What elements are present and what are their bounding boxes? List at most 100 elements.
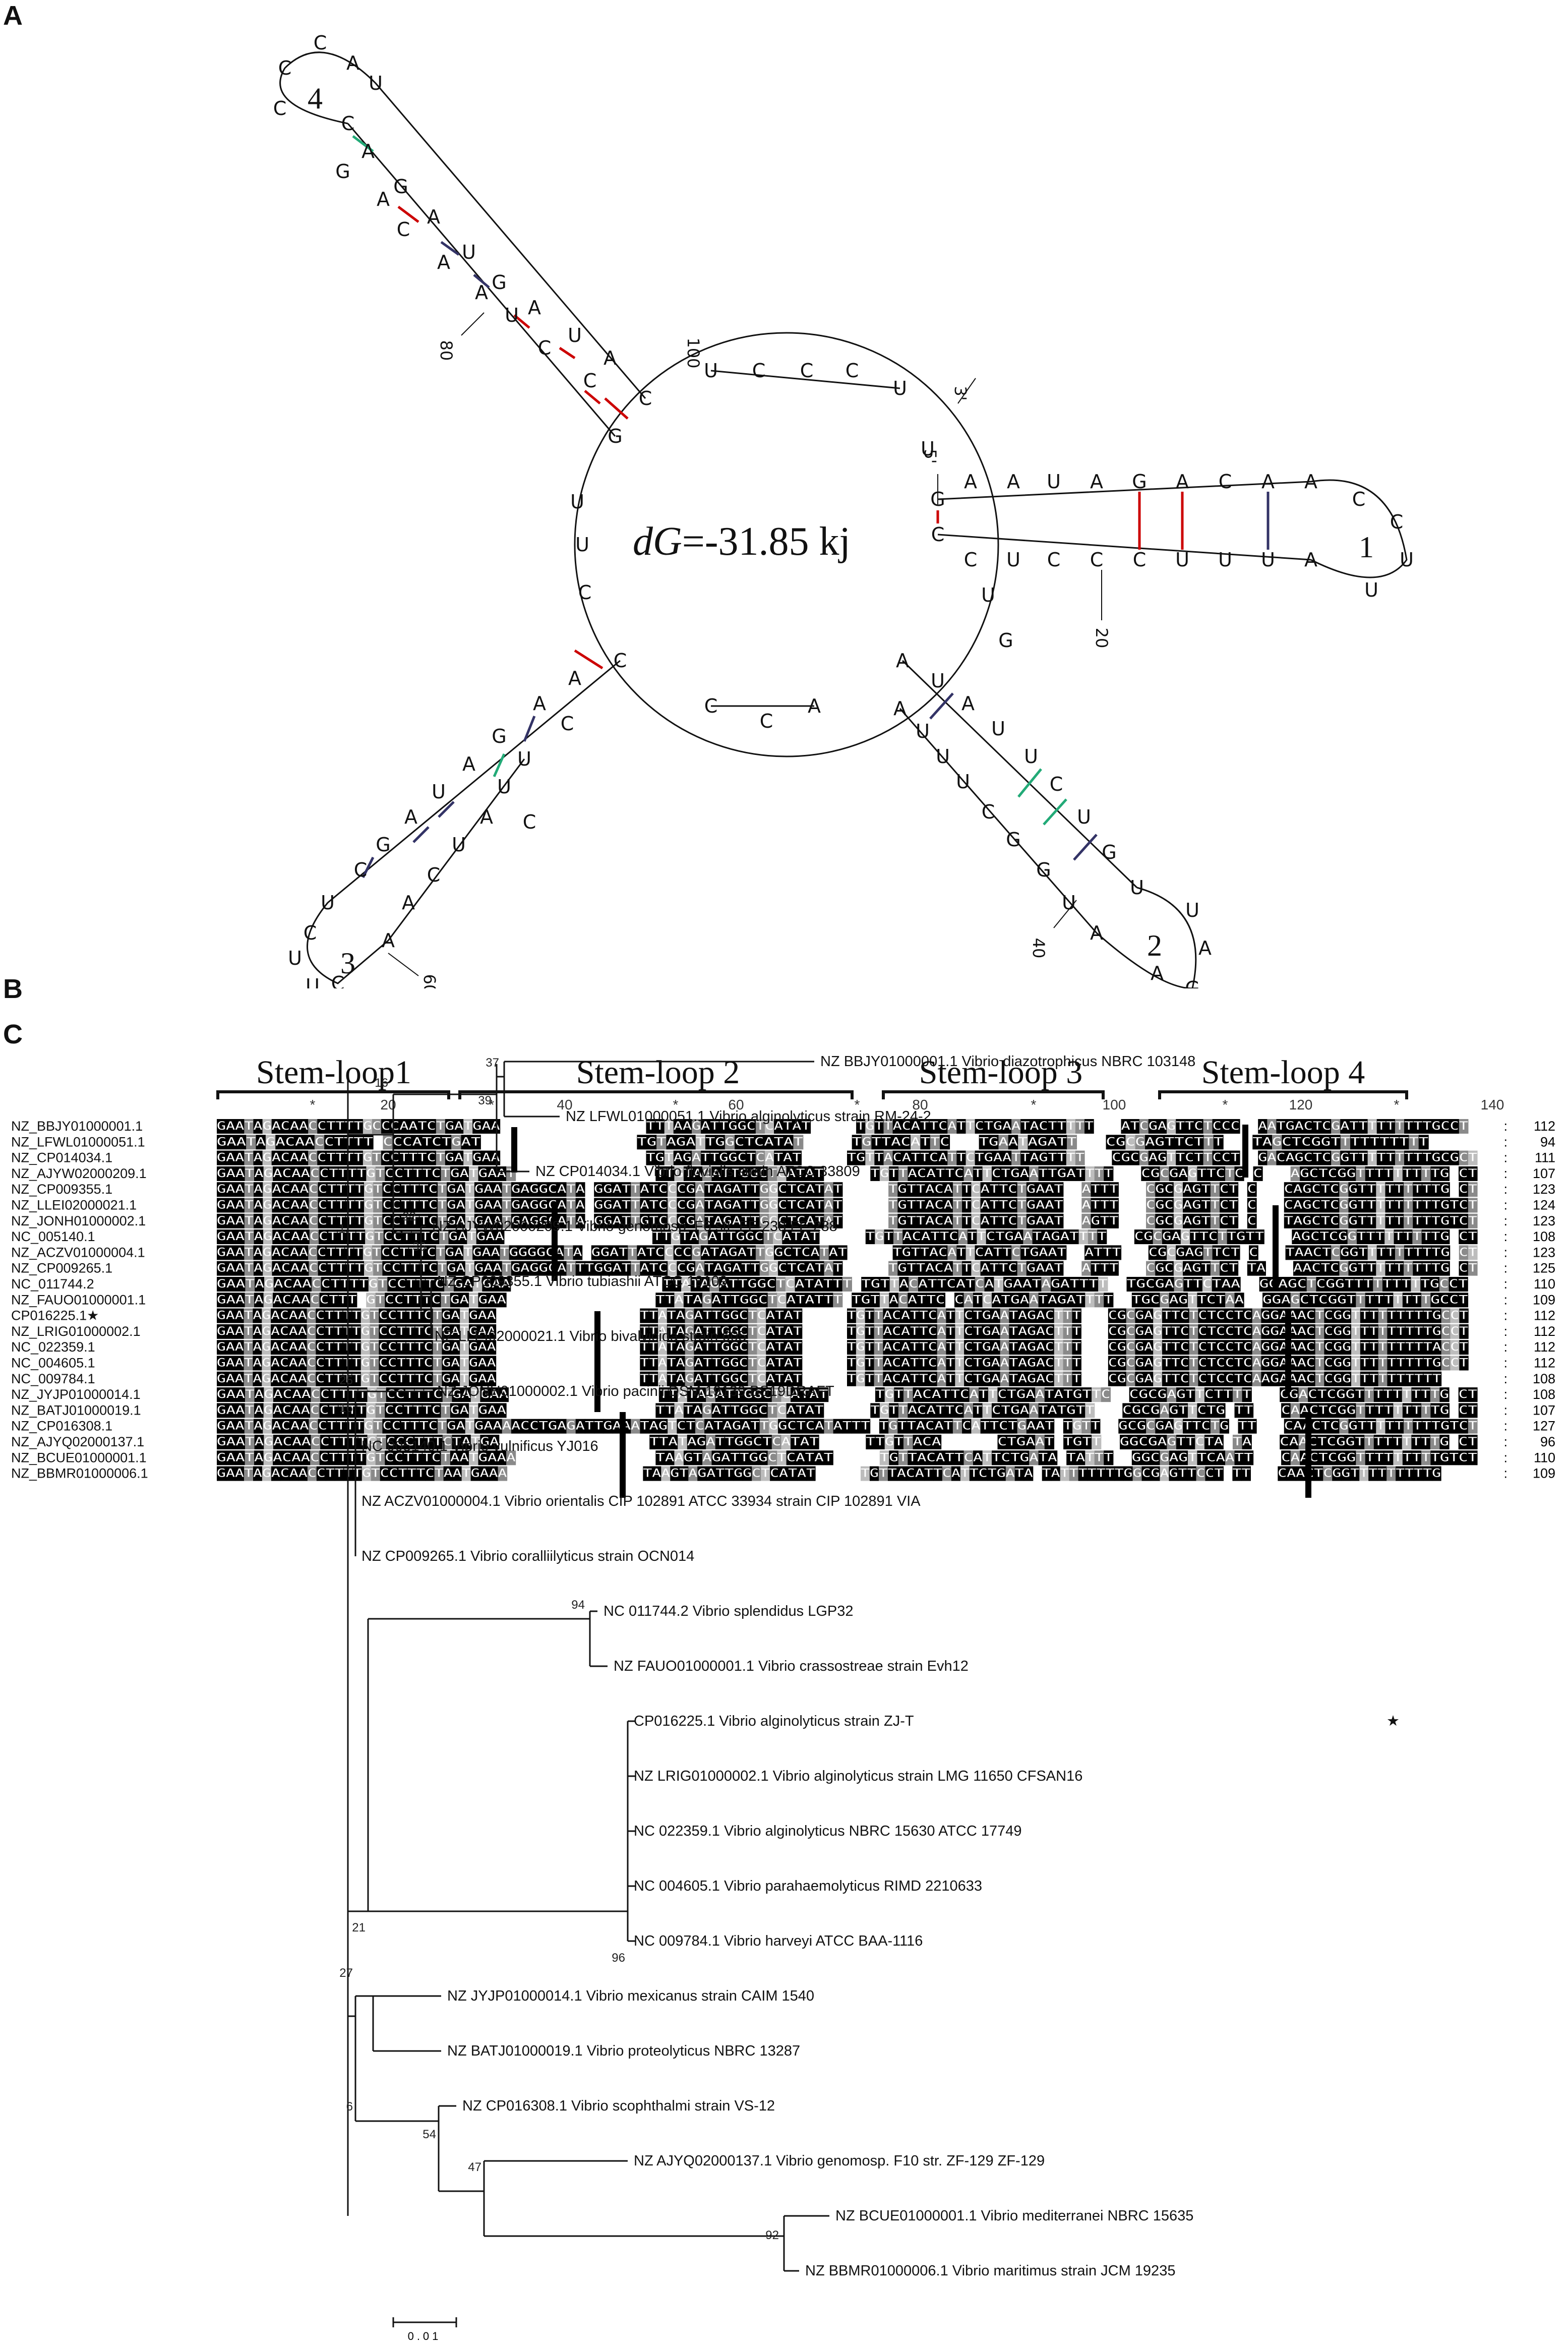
nucleotide: A <box>361 140 375 162</box>
alignment-row-length: 127 <box>1533 1419 1555 1434</box>
ruler-tick: * <box>1031 1097 1037 1112</box>
tree-taxon-label: NZ BBMR01000006.1 Vibrio maritimus strai… <box>805 2263 1175 2279</box>
nucleotide: A <box>568 667 581 689</box>
nucleotide: C <box>523 811 536 833</box>
alignment-row-id: NZ_LRIG01000002.1 <box>11 1324 141 1339</box>
nucleotide: C <box>583 370 597 392</box>
position-label-40: 40 <box>1029 938 1048 959</box>
ruler-tick: * <box>673 1097 679 1112</box>
alignment-row-sequence: GAATAGACAACCTTTTGTCCCTTTCTATGA----------… <box>217 1436 1477 1448</box>
alignment-row-colon: : <box>1503 1119 1507 1134</box>
alignment-row-id: NZ_CP009355.1 <box>11 1182 112 1197</box>
nucleotide: G <box>608 425 622 447</box>
ruler-tick: * <box>1394 1097 1400 1112</box>
position-label-20: 20 <box>1092 628 1111 649</box>
alignment-row-colon: : <box>1503 1371 1507 1386</box>
indel-bar <box>511 1127 517 1172</box>
alignment-row-length: 112 <box>1534 1339 1555 1355</box>
nucleotide: A <box>1304 471 1317 493</box>
alignment-row-colon: : <box>1503 1324 1507 1339</box>
alignment-row-length: 94 <box>1540 1134 1555 1149</box>
bootstrap-value: 6 <box>346 2100 353 2114</box>
bootstrap-value: 21 <box>352 1921 366 1934</box>
alignment-row-id: NZ_AJYW02000209.1 <box>11 1166 147 1181</box>
nucleotide: C <box>614 650 627 672</box>
nucleotide: G <box>1132 471 1147 493</box>
stem-number-3: 3 <box>340 947 355 980</box>
alignment-row-length: 112 <box>1534 1308 1555 1323</box>
indel-bar <box>1285 1311 1291 1392</box>
indel-bar <box>620 1412 626 1498</box>
alignment-row-colon: : <box>1503 1213 1507 1228</box>
indel-bar <box>1305 1412 1311 1498</box>
nucleotide: C <box>314 32 327 54</box>
alignment-row-sequence: GAATAGACAACCTTTTGTCCTTTCTGATGAA---------… <box>217 1152 1477 1164</box>
nucleotide: C <box>964 549 978 571</box>
alignment-row-length: 107 <box>1533 1402 1555 1418</box>
tree-taxon-label: CP016225.1 Vibrio alginolyticus strain Z… <box>634 1713 914 1729</box>
alignment-row-id: NZ_JYJP01000014.1 <box>11 1387 141 1402</box>
ruler-tick: 120 <box>1289 1097 1313 1112</box>
nucleotide: U <box>568 324 582 346</box>
nucleotide: G <box>376 834 390 856</box>
nucleotide: A <box>437 251 450 273</box>
free-energy-label: dG=-31.85 kj <box>633 519 851 564</box>
alignment-row-length: 124 <box>1533 1198 1555 1213</box>
energy-symbol: dG <box>633 519 682 564</box>
tree-taxon-label: NZ AJYQ02000137.1 Vibrio genomosp. F10 s… <box>634 2153 1045 2169</box>
alignment-row-sequence: GAATAGACAACCTTTTGTCCTTTCTGATGAA---------… <box>217 1310 1477 1322</box>
stem-loop-label-2: Stem-loop 2 <box>576 1054 740 1091</box>
alignment-row-colon: : <box>1503 1229 1507 1244</box>
nucleotide: U <box>369 72 383 94</box>
nucleotide: A <box>964 471 977 493</box>
nucleotide: U <box>1024 745 1038 768</box>
stem-loop-label-1: Stem-loop1 <box>256 1054 411 1091</box>
nucleotide: U <box>956 771 970 793</box>
nucleotide: U <box>517 748 531 770</box>
nucleotide: A <box>533 692 546 715</box>
alignment-row-id: NZ_AJYQ02000137.1 <box>11 1434 144 1449</box>
alignment-row-length: 112 <box>1534 1356 1555 1371</box>
nucleotide: U <box>505 304 519 326</box>
tree-taxon-label: NZ LFWL01000051.1 Vibrio alginolyticus s… <box>566 1108 931 1125</box>
nucleotide: A <box>382 929 395 952</box>
bootstrap-value: 22 <box>402 1210 416 1223</box>
alignment-row-sequence: GAATAGACAACCTTTTGTCCTTTCTGATGAA---------… <box>217 1373 1477 1385</box>
alignment-row-id: NZ_CP009265.1 <box>11 1261 112 1276</box>
alignment-row-sequence: GAATAGACAACCTTTTGCCCAATCTGATGAA---------… <box>217 1120 1477 1133</box>
tree-taxon-label: NZ BCUE01000001.1 Vibrio mediterranei NB… <box>835 2208 1193 2224</box>
tree-taxon-label: NZ ACZV01000004.1 Vibrio orientalis CIP … <box>361 1493 921 1509</box>
focal-strain-star: ★ <box>1386 1713 1400 1729</box>
nucleotide: A <box>377 188 390 210</box>
alignment-row-colon: : <box>1503 1339 1507 1355</box>
nucleotide: U <box>921 438 935 460</box>
nucleotide: U <box>1077 806 1091 828</box>
nucleotide: A <box>1090 922 1103 944</box>
alignment-row-sequence: GAATAGACAACCTTTTGTCCTTTCTGATGAATGAGGCATT… <box>217 1262 1477 1275</box>
alignment-row-colon: : <box>1503 1182 1507 1197</box>
ruler-tick: 100 <box>1103 1097 1126 1112</box>
nucleotide: A <box>604 347 617 369</box>
nucleotide: G <box>1185 977 1199 988</box>
nucleotide: A <box>1151 962 1164 984</box>
nucleotide: C <box>1352 488 1366 510</box>
nucleotide: A <box>1304 549 1317 571</box>
nucleotide: A <box>893 697 907 720</box>
position-label-60: 60 <box>420 974 439 988</box>
nucleotide: C <box>704 695 718 717</box>
nucleotide: C <box>1219 471 1232 493</box>
alignment-row-length: 108 <box>1533 1387 1555 1402</box>
nucleotide: C <box>846 360 859 382</box>
alignment-row-id: NC_004605.1 <box>11 1356 95 1371</box>
tree-taxon-label: NZ FAUO01000001.1 Vibrio crassostreae st… <box>614 1658 969 1674</box>
alignment-row-colon: : <box>1503 1261 1507 1276</box>
nucleotide: C <box>273 97 287 120</box>
alignment-row-colon: : <box>1503 1356 1507 1371</box>
alignment-row-sequence: GAATAGACAACCTTTTGTCCTTTCTGATGAAAACCTGAGA… <box>217 1420 1477 1433</box>
nucleotide: G <box>1036 859 1051 881</box>
alignment-row-colon: : <box>1503 1419 1507 1434</box>
alignment-row-id: NZ_CP016308.1 <box>11 1419 112 1434</box>
nucleotide: U <box>1047 471 1061 493</box>
alignment-row-colon: : <box>1503 1198 1507 1213</box>
